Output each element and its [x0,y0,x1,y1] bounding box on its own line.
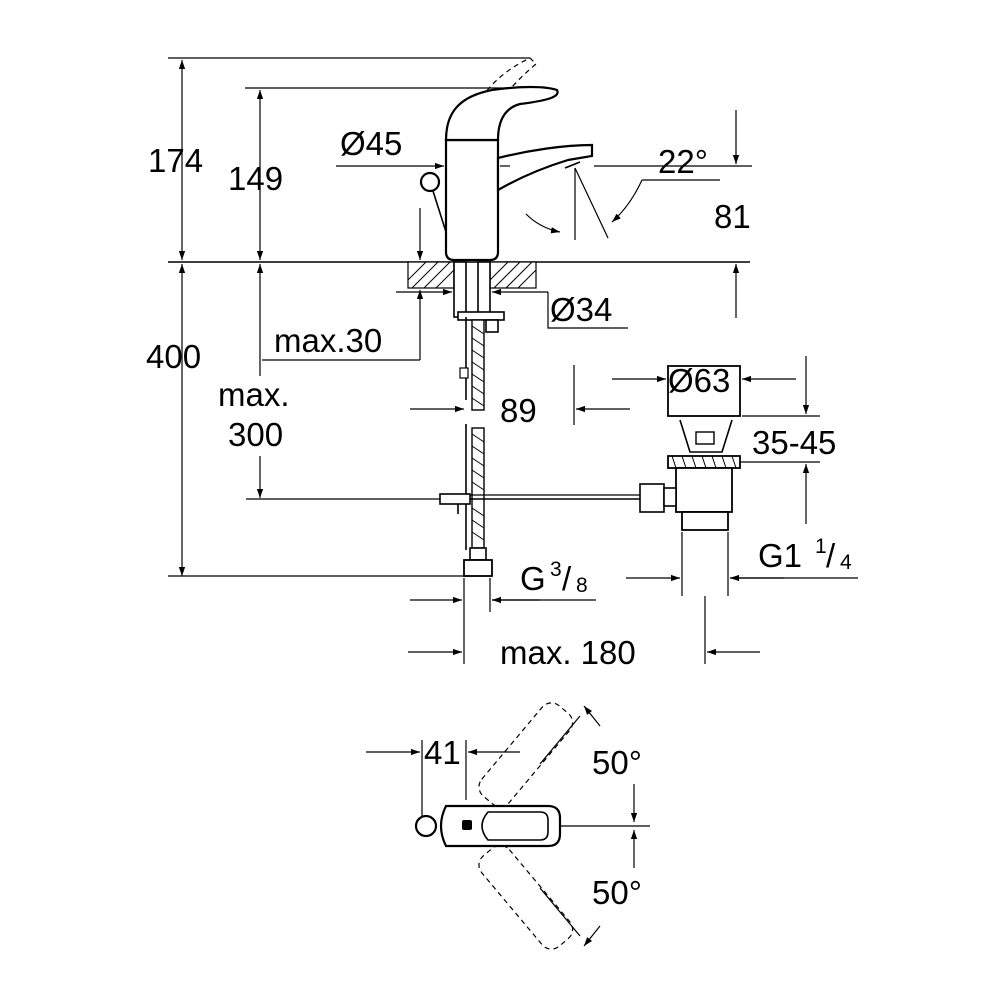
angle-arrow-right [611,179,643,223]
waste-tail [681,511,729,531]
label-max-reach: max. 180 [500,634,636,671]
label-waste-range: 35-45 [752,424,836,461]
hose-braid-pattern-lower [471,433,485,541]
label-lever-offset: 41 [424,734,461,771]
label-height-total: 174 [148,142,203,179]
waste-popup [679,419,733,453]
pivot-connector [663,487,677,507]
aerator [564,161,581,169]
waste-assembly [639,365,741,531]
waste-flange [667,365,741,417]
handle-rotated-down [478,844,574,950]
label-waste-diameter: Ø63 [668,362,730,399]
label-waste-thread-main: G1 [758,537,802,574]
label-waste-thread-num: 1 [815,535,827,558]
supply-hose-braid-lower [471,427,485,549]
handle-inner [481,811,549,841]
logo-mark-icon [462,820,472,830]
label-waste-thread-slash: / [826,537,836,574]
spout-angle-line [574,167,609,239]
label-offset: 89 [500,392,537,429]
supply-fitting-nut [463,559,493,577]
hose-clip [459,367,469,379]
mounting-nut [457,311,505,321]
faucet-body [444,138,500,262]
label-body-diameter: Ø45 [340,125,402,162]
label-supply-thread-slash: / [562,560,572,597]
label-height-handle: 149 [228,160,283,197]
supply-fitting-neck [469,547,487,561]
label-tail-diameter: Ø34 [550,291,612,328]
handle-top [439,804,562,848]
popup-knob [419,171,441,193]
hose-braid-pattern-upper [471,325,485,407]
rotation-line-up [539,715,581,765]
waste-nut-knurl [671,455,737,469]
rotation-line-down [539,887,581,937]
top-view: 41 50° 50° [366,702,650,950]
label-rotation-upper: 50° [592,744,642,781]
label-pull-rod-length-1: max. [218,376,290,413]
tailpiece-right [477,261,491,318]
label-rotation-lower: 50° [592,874,642,911]
faucet-spout [496,143,594,192]
label-waste-thread-den: 4 [840,551,852,574]
handle-rotated-up [478,702,574,808]
popup-knob-top [414,814,438,838]
angle-arrow-upper-outer [583,705,601,727]
side-view: 174 149 Ø45 22° 81 Ø34 max.30 400 [146,57,858,671]
supply-hose-braid-upper [471,319,485,411]
clevis [439,493,471,505]
label-supply-thread-den: 8 [576,574,588,597]
mounting-nut-lower [485,319,499,333]
label-spout-angle: 22° [658,143,708,180]
countertop-hatch [407,261,537,289]
dim-leader-34 [547,292,628,329]
label-supply-thread-main: G [520,560,546,597]
faucet-lever [444,85,559,142]
label-pull-rod-length-2: 300 [228,416,283,453]
popup-rod-top [432,190,447,233]
angle-arrow-lower-outer [583,925,601,947]
label-counter-thickness: max.30 [274,322,382,359]
waste-popup-stem [695,431,715,445]
label-hose-length: 400 [146,338,201,375]
tailpiece-left [453,261,467,318]
waste-body [675,467,733,513]
label-supply-thread-num: 3 [550,558,562,581]
angle-arrow-left [525,213,561,234]
label-spout-height: 81 [714,198,751,235]
pivot-nut [639,483,665,513]
